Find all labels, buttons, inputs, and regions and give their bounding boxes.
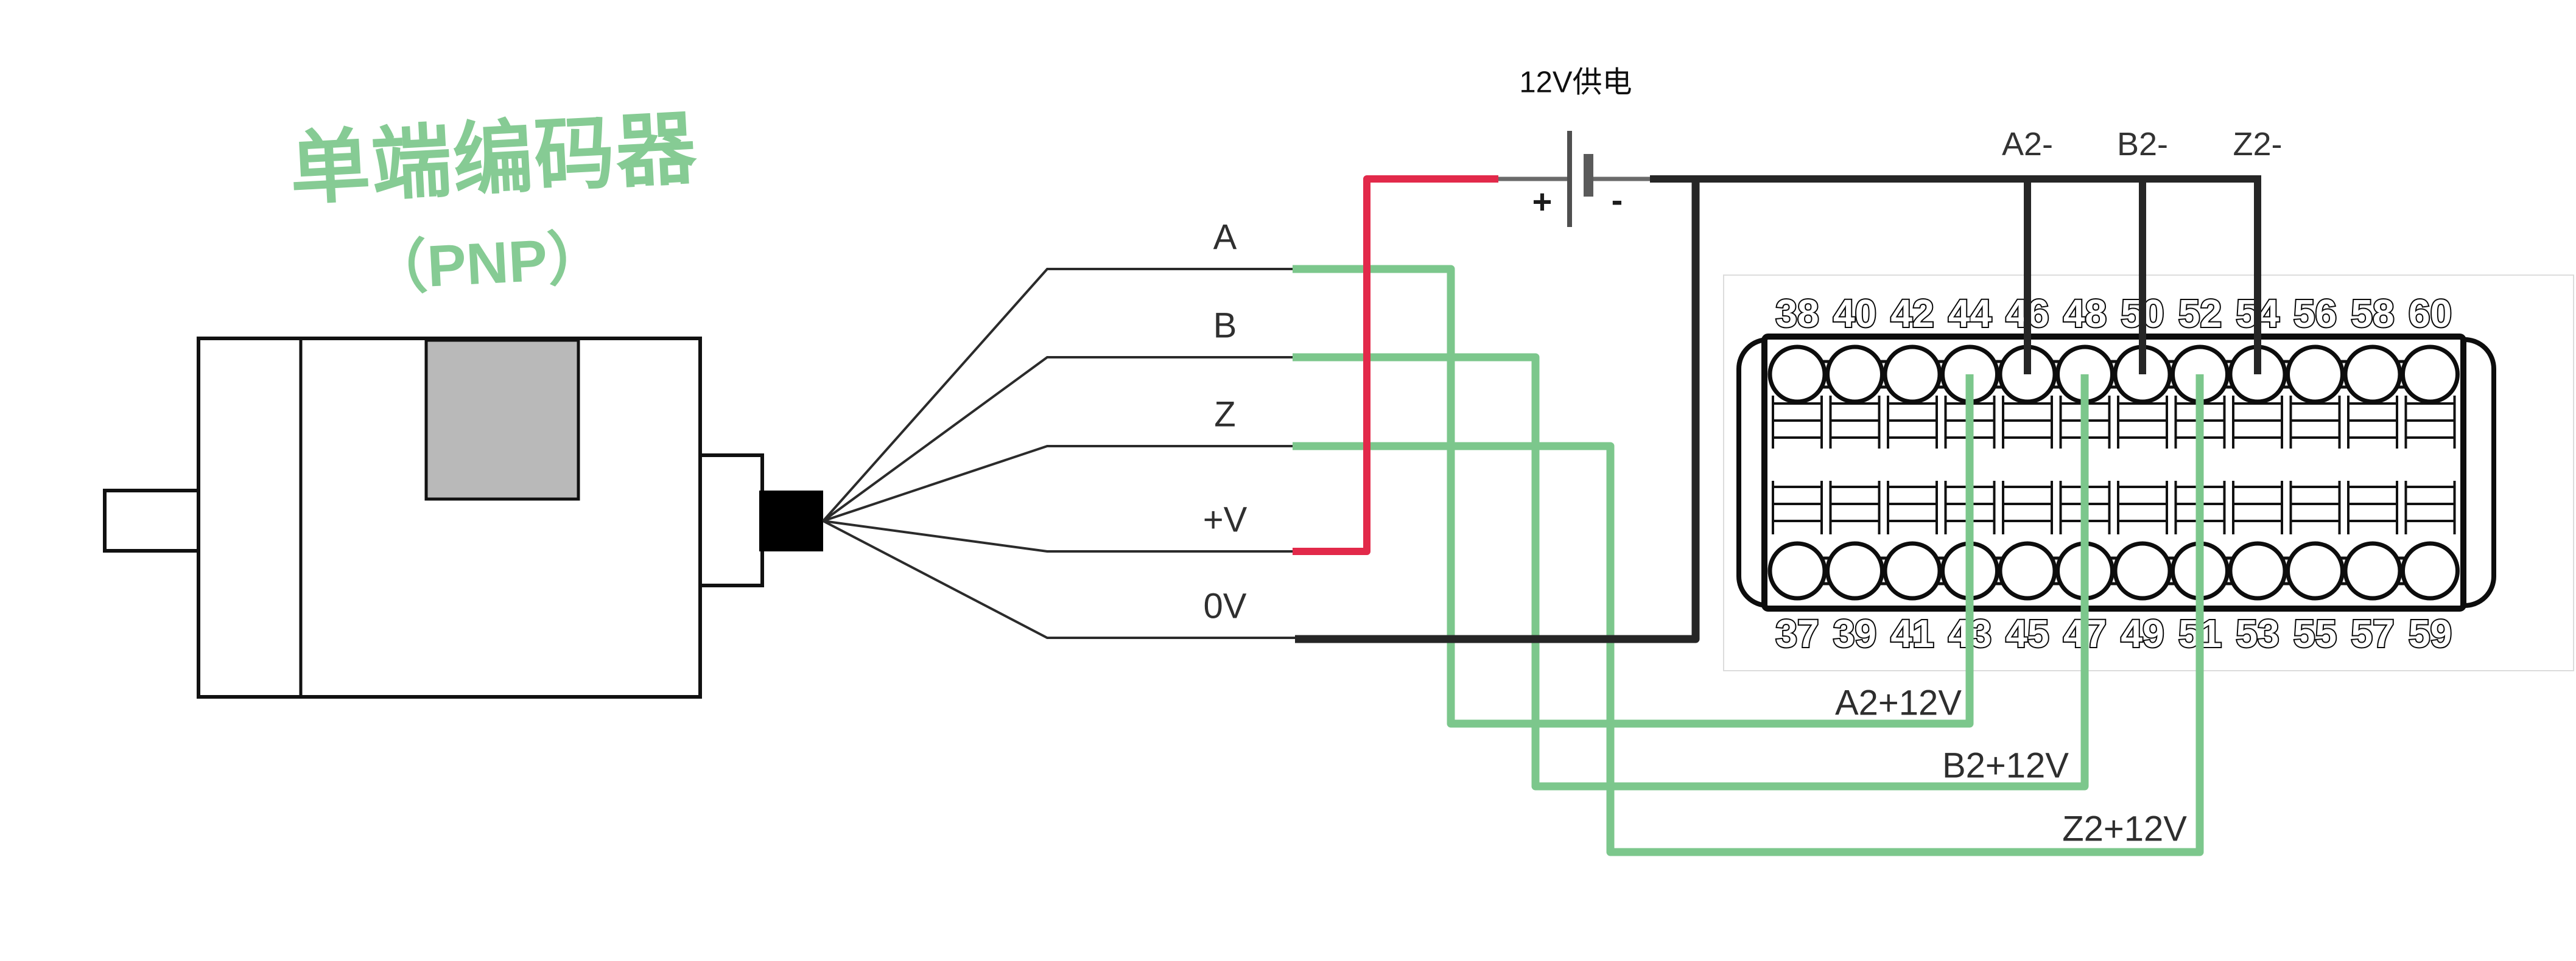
screw-terminal-bottom: [2401, 541, 2460, 601]
screw-terminal-top: [1767, 344, 1827, 404]
screw-terminal-bottom: [1825, 541, 1884, 601]
pin-number-top: 58: [2351, 292, 2394, 335]
pin-number-top: 44: [1948, 292, 1992, 335]
clamp-lower: [2289, 481, 2341, 534]
battery-symbol: [1567, 131, 1593, 227]
pin-number-bottom: 59: [2409, 612, 2452, 655]
label-b2-plus12v: B2+12V: [1942, 746, 2069, 786]
encoder-motor: [103, 337, 823, 699]
pin-number-top: 56: [2293, 292, 2337, 335]
port-label-a: A: [1213, 217, 1237, 257]
screw-terminal-bottom: [1883, 541, 1942, 601]
terminal-block-body: [1761, 334, 2466, 612]
battery-positive-plate: [1567, 131, 1572, 227]
terminal-block: 3837403942414443464548475049525154535655…: [1736, 290, 2496, 657]
screw-terminal-top: [1883, 344, 1942, 404]
pin-number-bottom: 45: [2006, 612, 2049, 655]
screw-terminal-bottom: [2343, 541, 2402, 601]
screw-terminal-top: [2286, 344, 2345, 404]
pin-number-bottom: 49: [2121, 612, 2164, 655]
motor-top-block: [424, 338, 580, 501]
pin-number-top: 42: [1890, 292, 1934, 335]
battery-plus-sign: +: [1532, 182, 1553, 221]
pin-number-bottom: 41: [1890, 612, 1934, 655]
screw-terminal-bottom: [2113, 541, 2172, 601]
wire-A-to-pin44: [1293, 265, 1974, 728]
pin-number-top: 38: [1775, 292, 1819, 335]
screw-terminal-top: [1825, 344, 1884, 404]
label-a2-plus12v: A2+12V: [1834, 683, 1962, 723]
screw-terminal-bottom: [2228, 541, 2287, 601]
diagram-title: 单端编码器: [287, 103, 700, 214]
diagram-subtitle: （PNP）: [367, 225, 608, 302]
wire-0V-to-battery: [1295, 175, 1700, 643]
label-z2-minus: Z2-: [2233, 126, 2283, 162]
pin-number-top: 52: [2178, 292, 2222, 335]
pin-number-top: 48: [2063, 292, 2107, 335]
port-label-b: B: [1213, 306, 1237, 346]
port-label-z: Z: [1214, 394, 1236, 435]
wiring: [822, 175, 2261, 856]
screw-terminal-bottom: [1998, 541, 2057, 601]
cable-connector: [759, 491, 823, 551]
pin-number-bottom: 39: [1833, 612, 1876, 655]
battery-minus-sign: -: [1611, 180, 1623, 219]
pin-number-top: 60: [2409, 292, 2452, 335]
label-z2-plus12v: Z2+12V: [2062, 809, 2187, 849]
wire-B-to-pin48: [1293, 353, 2089, 791]
motor-rear-stub: [698, 453, 764, 587]
pin-number-bottom: 55: [2293, 612, 2337, 655]
port-label-0v: 0V: [1203, 586, 1247, 626]
pin-number-bottom: 53: [2236, 612, 2279, 655]
clamp-lower: [2002, 481, 2053, 534]
clamp-lower: [1887, 481, 1938, 534]
screw-terminal-bottom: [1767, 541, 1827, 601]
port-label-plus-v: +V: [1202, 500, 1248, 540]
clamp-lower: [2347, 481, 2398, 534]
battery-negative-plate: [1584, 154, 1593, 197]
wire-plusV-to-battery: [1293, 175, 1498, 555]
encoder-lead-wires: [822, 268, 1295, 639]
pin-number-bottom: 37: [1775, 612, 1819, 655]
clamp-lower: [2232, 481, 2283, 534]
screw-terminal-top: [2343, 344, 2402, 404]
pin-number-top: 40: [1833, 292, 1876, 335]
clamp-lower: [2117, 481, 2168, 534]
motor-shaft: [103, 489, 200, 553]
label-a2-minus: A2-: [2001, 126, 2054, 162]
wire-Z-to-pin52: [1293, 374, 2204, 856]
label-b2-minus: B2-: [2116, 126, 2169, 162]
screw-terminal-bottom: [2286, 541, 2345, 601]
power-supply-label: 12V供电: [1519, 66, 1632, 99]
screw-terminal-top: [2401, 344, 2460, 404]
clamp-lower: [2404, 481, 2456, 534]
clamp-lower: [1829, 481, 1881, 534]
clamp-lower: [1772, 481, 1823, 534]
pin-number-bottom: 57: [2351, 612, 2394, 655]
